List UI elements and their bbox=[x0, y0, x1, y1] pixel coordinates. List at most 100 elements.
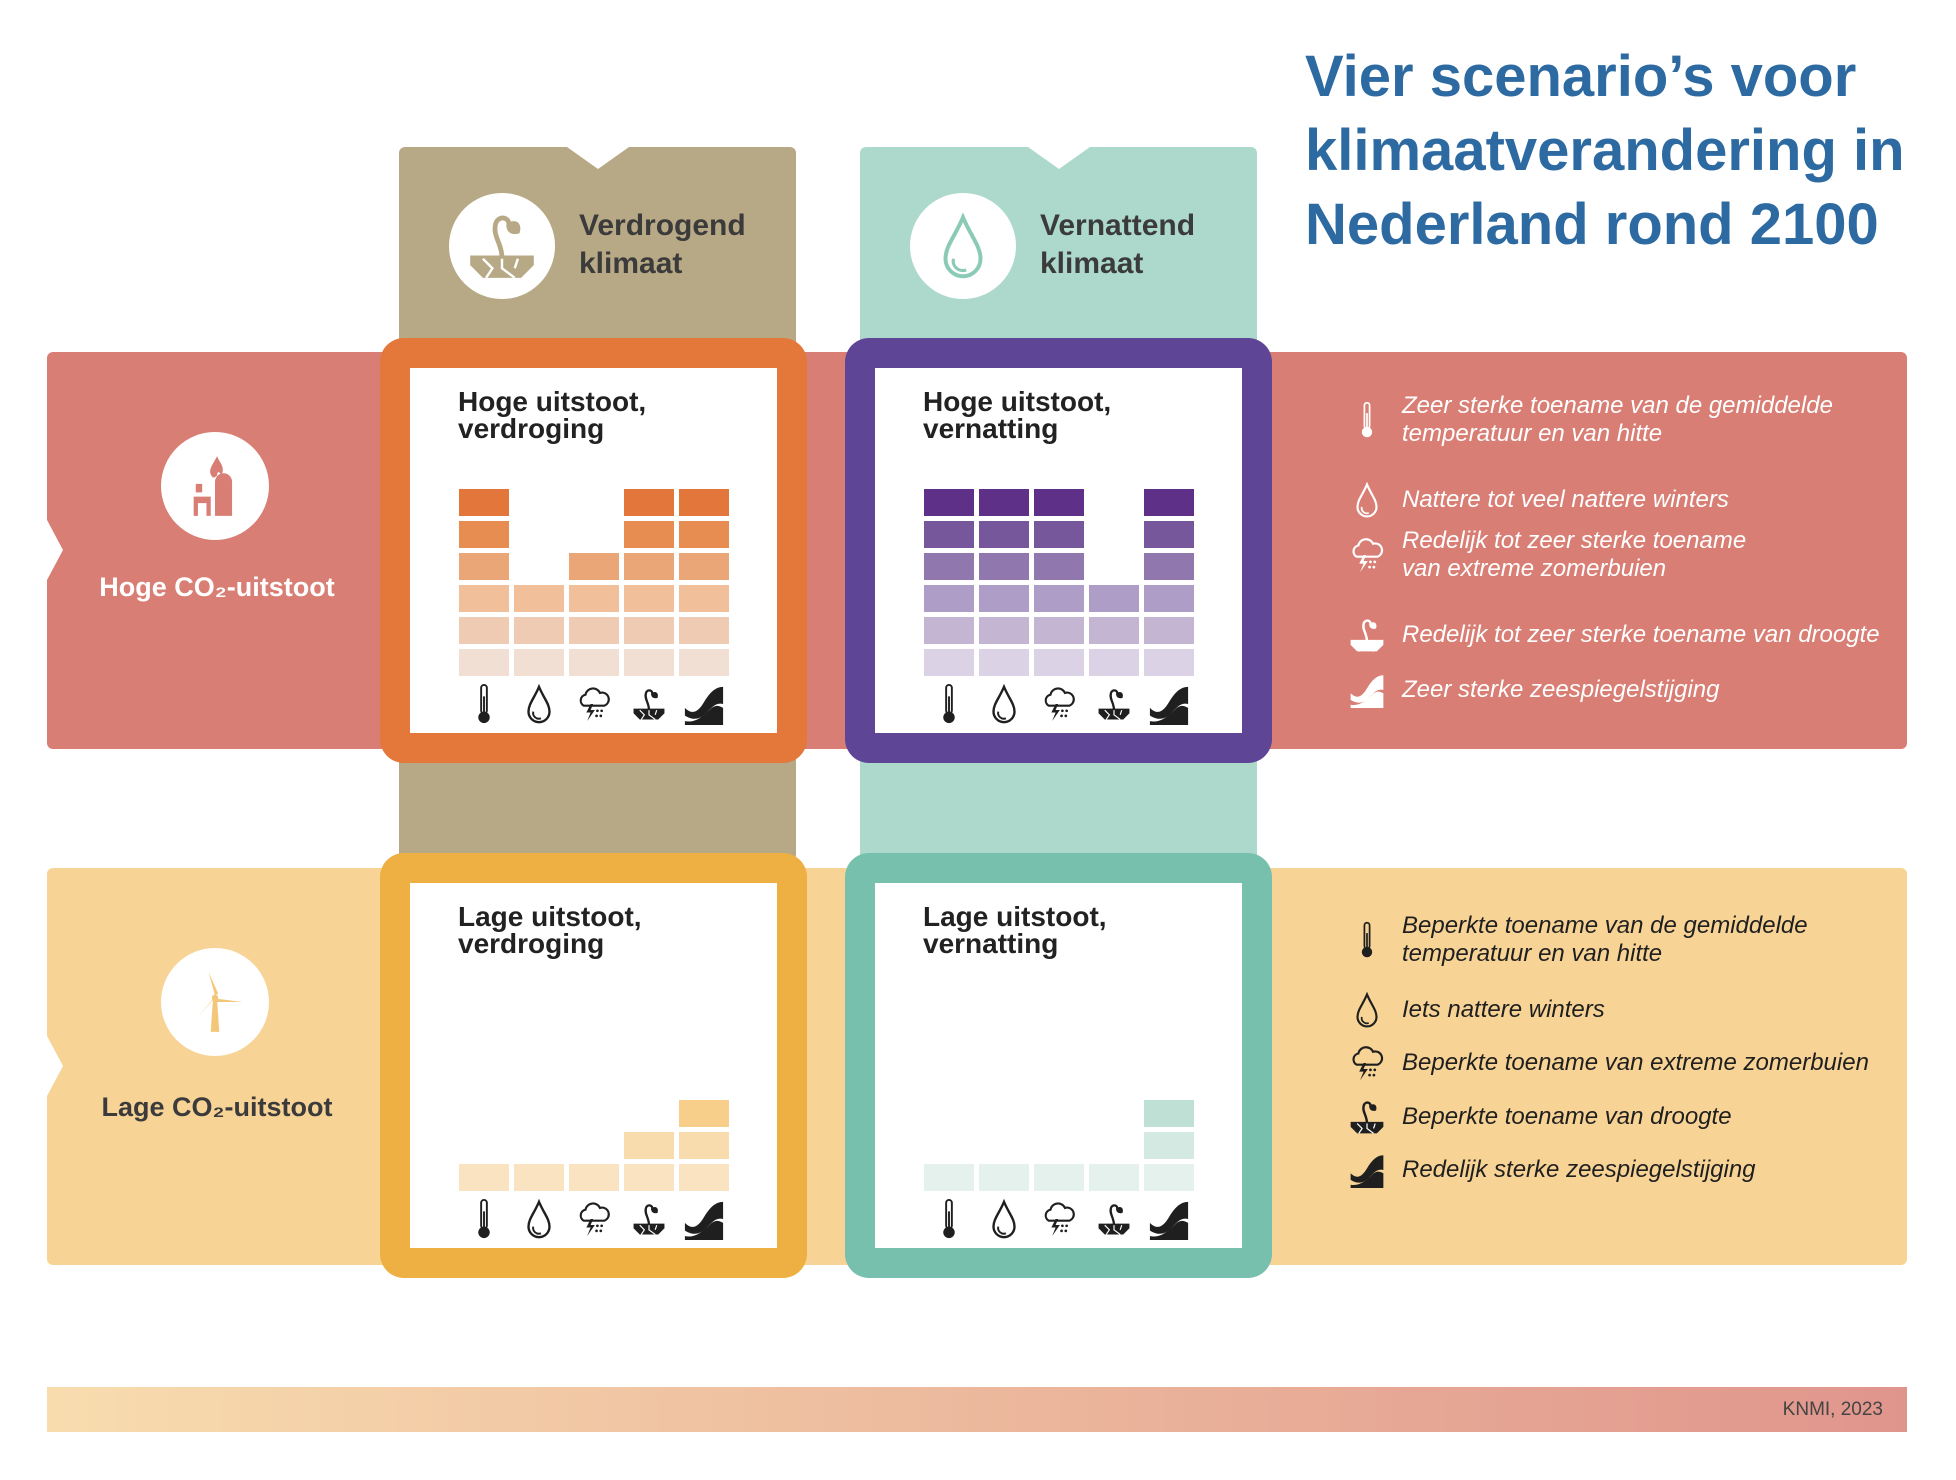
storm-icon bbox=[1034, 1197, 1084, 1241]
card-title-line: vernatting bbox=[923, 413, 1059, 444]
storm-icon bbox=[1347, 1043, 1387, 1083]
thermometer-icon bbox=[459, 1197, 509, 1241]
bar-chart bbox=[459, 1004, 731, 1191]
bar-segment bbox=[1034, 617, 1084, 644]
legend-item: Redelijk tot zeer sterke toename van dro… bbox=[1347, 615, 1907, 655]
sea-level-icon bbox=[1144, 682, 1194, 726]
legend-item: Iets nattere winters bbox=[1347, 990, 1907, 1030]
sea-level-icon bbox=[1144, 1197, 1194, 1241]
band-notch bbox=[47, 1036, 63, 1096]
drop-icon bbox=[1347, 480, 1387, 520]
legend-text-line: Nattere tot veel nattere winters bbox=[1402, 486, 1729, 513]
thermometer-icon bbox=[1347, 400, 1387, 440]
credit: KNMI, 2023 bbox=[1782, 1399, 1883, 1420]
bar-segment bbox=[459, 649, 509, 676]
band-label: Lage CO₂-uitstoot bbox=[101, 1092, 333, 1122]
bar-segment bbox=[924, 489, 974, 516]
legend-text-line: Beperkte toename van de gemiddelde bbox=[1402, 912, 1808, 939]
bar-segment bbox=[924, 617, 974, 644]
scenario-card-high-wet: Hoge uitstoot,vernatting bbox=[845, 338, 1272, 763]
bar-segment bbox=[1144, 489, 1194, 516]
bar-segment bbox=[979, 649, 1029, 676]
card-title-line: verdroging bbox=[458, 413, 605, 444]
scenario-card-low-wet: Lage uitstoot,vernatting bbox=[845, 853, 1272, 1278]
card-title-line: Lage uitstoot, bbox=[458, 901, 642, 932]
bar-segment bbox=[679, 1100, 729, 1127]
column-label-line: Vernattend bbox=[1040, 209, 1196, 242]
bar-segment bbox=[679, 489, 729, 516]
bar-segment bbox=[624, 617, 674, 644]
scenario-card-high-dry: Hoge uitstoot,verdroging bbox=[380, 338, 807, 763]
bar-segment bbox=[624, 649, 674, 676]
storm-icon bbox=[1347, 535, 1387, 575]
bar-segment bbox=[1089, 1164, 1139, 1191]
title-line: klimaatverandering in bbox=[1305, 118, 1905, 183]
bar-segment bbox=[569, 585, 619, 612]
storm-icon bbox=[569, 1197, 619, 1241]
legend-text-line: Zeer sterke zeespiegelstijging bbox=[1402, 676, 1720, 703]
footer-bar: KNMI, 2023 bbox=[47, 1387, 1907, 1432]
legend-text: Iets nattere winters bbox=[1402, 996, 1605, 1024]
card-title-line: Lage uitstoot, bbox=[923, 901, 1107, 932]
bar-chart bbox=[459, 489, 731, 676]
thermometer-icon bbox=[924, 682, 974, 726]
bar-segment bbox=[679, 553, 729, 580]
page-title: Vier scenario’s voor klimaatverandering … bbox=[1305, 40, 1905, 262]
legend-text-line: Redelijk tot zeer sterke toename bbox=[1402, 527, 1747, 554]
sea-level-icon bbox=[1347, 670, 1387, 710]
bar-segment bbox=[624, 489, 674, 516]
bar-segment bbox=[1034, 489, 1084, 516]
bar-segment bbox=[979, 617, 1029, 644]
legend-item: Beperkte toename van extreme zomerbuien bbox=[1347, 1043, 1907, 1083]
indicator-icons bbox=[459, 1197, 731, 1241]
indicator-icons bbox=[924, 682, 1196, 726]
bar-segment bbox=[459, 553, 509, 580]
notch bbox=[567, 147, 629, 169]
legend-item: Zeer sterke zeespiegelstijging bbox=[1347, 670, 1907, 710]
drop-icon bbox=[514, 1197, 564, 1241]
bar-segment bbox=[624, 553, 674, 580]
legend-text-line: Zeer sterke toename van de gemiddelde bbox=[1402, 392, 1833, 419]
bar-segment bbox=[679, 521, 729, 548]
legend-item: Nattere tot veel nattere winters bbox=[1347, 480, 1907, 520]
wind-turbine-icon bbox=[161, 948, 269, 1056]
card-title-line: Hoge uitstoot, bbox=[923, 386, 1112, 417]
drop-icon bbox=[910, 193, 1016, 299]
drought-icon bbox=[624, 682, 674, 726]
drought-icon bbox=[1089, 682, 1139, 726]
bar-segment bbox=[514, 585, 564, 612]
bar-segment bbox=[1034, 585, 1084, 612]
thermometer-icon bbox=[1347, 920, 1387, 960]
bar-segment bbox=[679, 585, 729, 612]
card-title: Lage uitstoot,verdroging bbox=[458, 901, 642, 958]
bar-segment bbox=[459, 1164, 509, 1191]
sea-level-icon bbox=[679, 1197, 729, 1241]
card-title-line: vernatting bbox=[923, 928, 1059, 959]
drop-icon bbox=[1347, 990, 1387, 1030]
thermometer-icon bbox=[924, 1197, 974, 1241]
legend-text: Beperkte toename van extreme zomerbuien bbox=[1402, 1049, 1869, 1077]
bar-segment bbox=[514, 649, 564, 676]
bar-chart bbox=[924, 489, 1196, 676]
legend-text: Zeer sterke zeespiegelstijging bbox=[1402, 676, 1720, 704]
bar-segment bbox=[1034, 521, 1084, 548]
legend-text-line: temperatuur en van hitte bbox=[1402, 940, 1663, 967]
bar-segment bbox=[979, 1164, 1029, 1191]
drought-icon bbox=[624, 1197, 674, 1241]
legend-item: Beperkte toename van droogte bbox=[1347, 1097, 1907, 1137]
bar-segment bbox=[569, 1164, 619, 1191]
bar-segment bbox=[979, 521, 1029, 548]
storm-icon bbox=[569, 682, 619, 726]
bar-segment bbox=[979, 489, 1029, 516]
bar-chart bbox=[924, 1004, 1196, 1191]
factory-icon bbox=[161, 432, 269, 540]
band-label: Hoge CO₂-uitstoot bbox=[99, 572, 335, 602]
legend-text-line: Redelijk tot zeer sterke toename van dro… bbox=[1402, 621, 1880, 648]
bar-segment bbox=[514, 617, 564, 644]
bar-segment bbox=[569, 617, 619, 644]
bar-segment bbox=[459, 521, 509, 548]
bar-segment bbox=[624, 1132, 674, 1159]
bar-segment bbox=[1034, 553, 1084, 580]
bar-segment bbox=[1144, 649, 1194, 676]
